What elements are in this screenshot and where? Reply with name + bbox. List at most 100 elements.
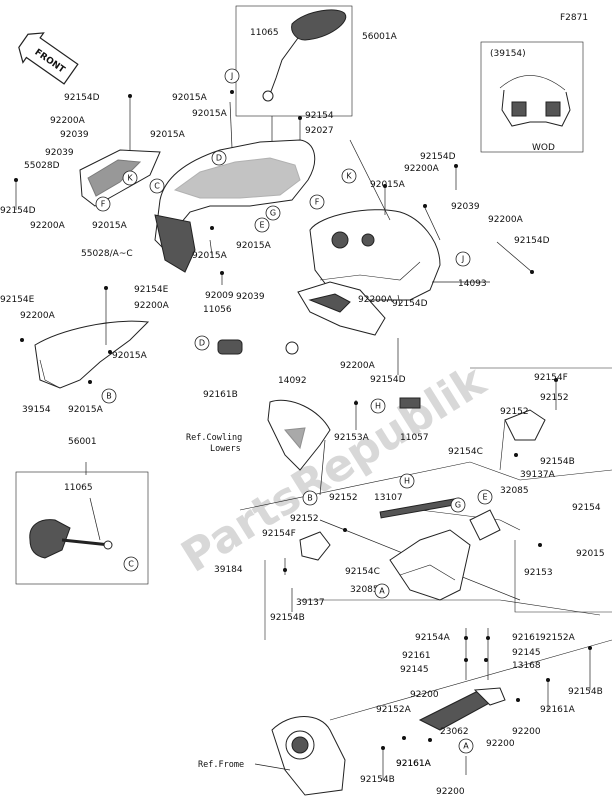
callout-circle — [399, 473, 415, 489]
callout-letter: A — [379, 587, 385, 596]
part-number-label: 39137A — [520, 470, 556, 480]
part-number-label: 92152 — [500, 407, 529, 417]
part-number-label: 92200 — [512, 727, 541, 737]
part-number-label: 92015A — [172, 93, 208, 103]
part-number-label: 92154C — [448, 447, 483, 457]
inner-lower-panel — [297, 281, 386, 336]
inset-title: (39154) — [490, 49, 526, 59]
part-number-label: 92154D — [64, 93, 100, 103]
part-number-label: 92009 — [205, 291, 234, 301]
mirror-box-top — [235, 5, 353, 160]
part-number-label: 92154E — [0, 295, 35, 305]
callout-letter: D — [199, 339, 205, 348]
lower-stay-23062 — [418, 687, 506, 731]
callout-letter: E — [259, 221, 264, 230]
callout-circle — [123, 556, 139, 572]
callout-circle — [450, 497, 466, 513]
part-number-label: 92152A — [376, 705, 412, 715]
part-number-label: 55028/A~C — [81, 249, 133, 259]
part-number-label: 92200A — [488, 215, 524, 225]
callout-marker: B — [101, 388, 117, 404]
callout-marker: H — [370, 398, 386, 414]
callout-circle — [341, 168, 357, 184]
callout-marker: J — [455, 251, 471, 267]
part-number-label: 92161B — [203, 390, 238, 400]
part-number-label: 92027 — [305, 126, 334, 136]
part-number-label: 92200A — [404, 164, 440, 174]
callout-circle — [309, 194, 325, 210]
part-number-label: 92154D — [392, 299, 428, 309]
callout-letter: J — [461, 255, 464, 264]
hardware-dots — [14, 90, 592, 750]
ref-cowling-line2: Lowers — [210, 444, 241, 454]
part-number-label: 39184 — [214, 565, 243, 575]
part-number-label: 39137 — [296, 598, 325, 608]
part-number-label: 92039 — [60, 130, 89, 140]
part-number-label: 92200 — [486, 739, 515, 749]
callout-circle — [265, 205, 281, 221]
callout-marker: D — [194, 335, 210, 351]
part-number-label: 11057 — [400, 433, 429, 443]
part-number-label: 92154 — [305, 111, 334, 121]
callout-marker: C — [149, 178, 165, 194]
callout-marker: G — [265, 205, 281, 221]
callout-circle — [224, 68, 240, 84]
callout-circle — [194, 335, 210, 351]
part-number-label: 92200A — [50, 116, 86, 126]
callout-circle — [95, 196, 111, 212]
part-number-label: 92154B — [540, 457, 575, 467]
upper-cowl — [154, 139, 316, 273]
part-number-label: 56001A — [362, 32, 398, 42]
part-number-label: 55028D — [24, 161, 60, 171]
part-number-label: 92154F — [534, 373, 568, 383]
part-number-label: 92161A — [396, 759, 432, 769]
part-number-label: 92200A — [30, 221, 66, 231]
callout-circle — [254, 217, 270, 233]
callout-letter: B — [307, 494, 313, 503]
part-number-label: 92200A — [20, 311, 56, 321]
callout-marker: K — [341, 168, 357, 184]
callout-letter: C — [154, 182, 160, 191]
part-number-label: 13107 — [374, 493, 403, 503]
callout-letter: G — [270, 209, 276, 218]
figure-code: F2871 — [560, 13, 588, 23]
callout-circle — [458, 738, 474, 754]
callout-marker: K — [122, 170, 138, 186]
part-number-label: 92154C — [345, 567, 380, 577]
callout-circle — [211, 150, 227, 166]
part-number-label: 92152 — [290, 514, 319, 524]
part-number-label: 92145 — [512, 648, 541, 658]
front-arrow-icon: FRONT — [18, 32, 79, 85]
part-number-label: 92154A — [415, 633, 451, 643]
part-number-label: 92039 — [45, 148, 74, 158]
callout-letter: E — [482, 493, 487, 502]
part-number-label: 92200 — [436, 787, 465, 797]
mirror-box-left — [15, 471, 149, 585]
part-number-label: 92039 — [451, 202, 480, 212]
callout-letter: D — [216, 154, 222, 163]
callout-letter: G — [455, 501, 461, 510]
part-number-label: 92154D — [420, 152, 456, 162]
part-number-label: 92152 — [329, 493, 358, 503]
callout-marker: E — [477, 489, 493, 505]
part-number-label: 92039 — [236, 292, 265, 302]
callout-letter: B — [106, 392, 112, 401]
part-number-label: 11056 — [203, 305, 232, 315]
cowl-stay-bracket — [299, 409, 546, 601]
part-number-label: 14092 — [278, 376, 307, 386]
callout-letter: C — [128, 560, 134, 569]
part-number-label: 92161 — [512, 633, 541, 643]
part-number-label: 92154D — [370, 375, 406, 385]
callout-circle — [370, 398, 386, 414]
part-number-label: 92154B — [360, 775, 395, 785]
callout-marker: E — [254, 217, 270, 233]
part-number-label: 13168 — [512, 661, 541, 671]
callout-marker: C — [123, 556, 139, 572]
callout-marker: H — [399, 473, 415, 489]
part-number-label: 92015 — [576, 549, 605, 559]
callout-marker: F — [95, 196, 111, 212]
wod-inset-box: (39154) WOD — [480, 41, 584, 153]
